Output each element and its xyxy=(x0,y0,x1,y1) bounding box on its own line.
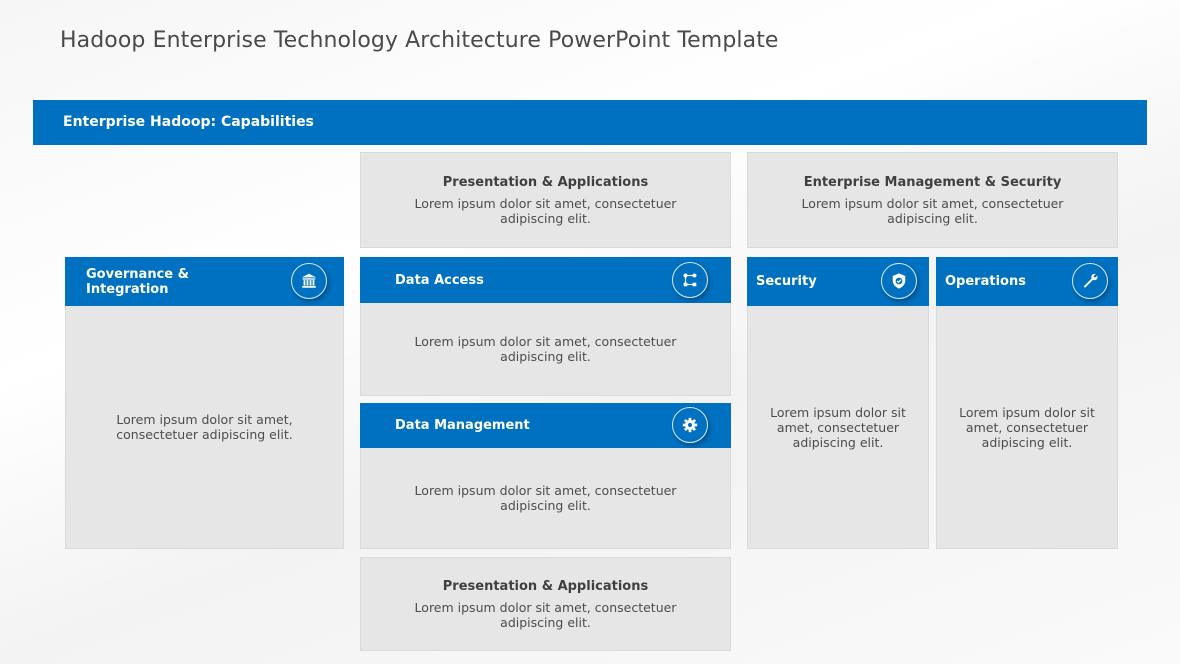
top-box-presentation-applications: Presentation & Applications Lorem ipsum … xyxy=(360,152,731,248)
card-data-access: Data Access Lorem ipsum dolor sit amet, … xyxy=(360,257,731,396)
gear-icon xyxy=(672,407,708,443)
card-body: Lorem ipsum dolor sit amet, consectetuer… xyxy=(747,306,929,549)
card-title: Security xyxy=(756,274,817,289)
box-title: Presentation & Applications xyxy=(442,578,649,594)
shield-icon xyxy=(881,263,917,299)
capabilities-banner: Enterprise Hadoop: Capabilities xyxy=(33,100,1147,145)
card-header: Data Access xyxy=(360,257,731,303)
card-title: Governance & Integration xyxy=(86,266,189,297)
card-operations: Operations Lorem ipsum dolor sit amet, c… xyxy=(936,257,1118,549)
card-header: Operations xyxy=(936,257,1118,306)
box-text: Lorem ipsum dolor sit amet, consectetuer… xyxy=(414,195,677,226)
card-header: Security xyxy=(747,257,929,306)
card-text: Lorem ipsum dolor sit amet, consectetuer… xyxy=(414,483,677,513)
workflow-icon xyxy=(672,262,708,298)
card-title: Data Management xyxy=(395,418,530,433)
card-security: Security Lorem ipsum dolor sit amet, con… xyxy=(747,257,929,549)
card-body: Lorem ipsum dolor sit amet, consectetuer… xyxy=(360,303,731,396)
bank-icon xyxy=(291,263,327,299)
card-header: Governance & Integration xyxy=(65,257,344,306)
box-text: Lorem ipsum dolor sit amet, consectetuer… xyxy=(414,599,677,630)
card-body: Lorem ipsum dolor sit amet, consectetuer… xyxy=(936,306,1118,549)
box-text: Lorem ipsum dolor sit amet, consectetuer… xyxy=(801,195,1064,226)
slide-title: Hadoop Enterprise Technology Architectur… xyxy=(60,28,779,53)
wrench-icon xyxy=(1072,263,1108,299)
card-governance-integration: Governance & Integration Lorem ipsum dol… xyxy=(65,257,344,549)
card-title: Data Access xyxy=(395,272,484,288)
card-text: Lorem ipsum dolor sit amet, consectetuer… xyxy=(414,334,677,364)
card-body: Lorem ipsum dolor sit amet, consectetuer… xyxy=(65,306,344,549)
top-box-enterprise-management-security: Enterprise Management & Security Lorem i… xyxy=(747,152,1118,248)
box-title: Enterprise Management & Security xyxy=(803,174,1062,190)
box-title: Presentation & Applications xyxy=(442,174,649,190)
card-title: Operations xyxy=(945,274,1026,289)
card-text: Lorem ipsum dolor sit amet, consectetuer… xyxy=(116,412,293,442)
card-body: Lorem ipsum dolor sit amet, consectetuer… xyxy=(360,448,731,549)
card-header: Data Management xyxy=(360,403,731,448)
card-text: Lorem ipsum dolor sit amet, consectetuer… xyxy=(959,404,1095,450)
card-data-management: Data Management Lorem ipsum dolor sit am… xyxy=(360,403,731,549)
bottom-box-presentation-applications: Presentation & Applications Lorem ipsum … xyxy=(360,557,731,651)
card-text: Lorem ipsum dolor sit amet, consectetuer… xyxy=(770,404,906,450)
